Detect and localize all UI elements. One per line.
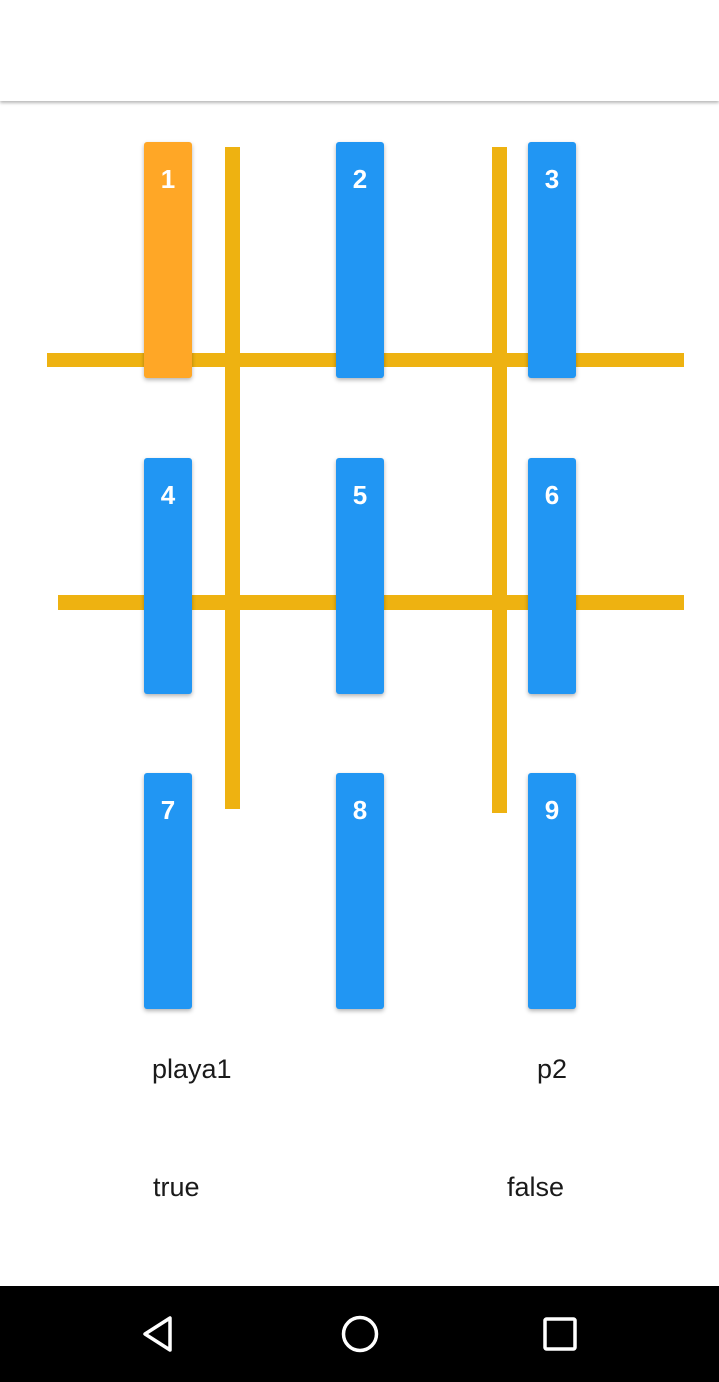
back-button[interactable] <box>130 1304 190 1364</box>
player2-turn: false <box>507 1172 565 1202</box>
system-nav-bar <box>0 1286 719 1382</box>
cell-9[interactable]: 9 <box>528 773 576 1009</box>
player2-name: p2 <box>537 1054 568 1084</box>
cell-2[interactable]: 2 <box>336 142 384 378</box>
recents-button[interactable] <box>530 1304 590 1364</box>
cell-label: 9 <box>544 795 560 825</box>
grid-line-vertical-left <box>225 147 240 809</box>
cell-5[interactable]: 5 <box>336 458 384 694</box>
player1-turn: true <box>153 1172 200 1202</box>
app-bar <box>0 0 719 101</box>
cell-label: 2 <box>352 164 368 194</box>
grid-line-vertical-right <box>492 147 507 813</box>
player1-name: playa1 <box>152 1054 232 1084</box>
cell-8[interactable]: 8 <box>336 773 384 1009</box>
cell-1[interactable]: 1 <box>144 142 192 378</box>
cell-6[interactable]: 6 <box>528 458 576 694</box>
back-triangle-icon <box>143 1316 172 1352</box>
home-circle-icon <box>341 1315 379 1353</box>
cell-3[interactable]: 3 <box>528 142 576 378</box>
cell-label: 5 <box>352 480 368 510</box>
cell-label: 1 <box>160 164 176 194</box>
cell-label: 4 <box>160 480 176 510</box>
cell-7[interactable]: 7 <box>144 773 192 1009</box>
game-board: 1 2 3 4 5 6 7 8 9 <box>0 101 719 1041</box>
home-button[interactable] <box>330 1304 390 1364</box>
cell-label: 3 <box>544 164 560 194</box>
cell-label: 8 <box>352 795 368 825</box>
cell-label: 6 <box>544 480 560 510</box>
cell-label: 7 <box>160 795 176 825</box>
cell-4[interactable]: 4 <box>144 458 192 694</box>
recents-square-icon <box>543 1317 577 1351</box>
